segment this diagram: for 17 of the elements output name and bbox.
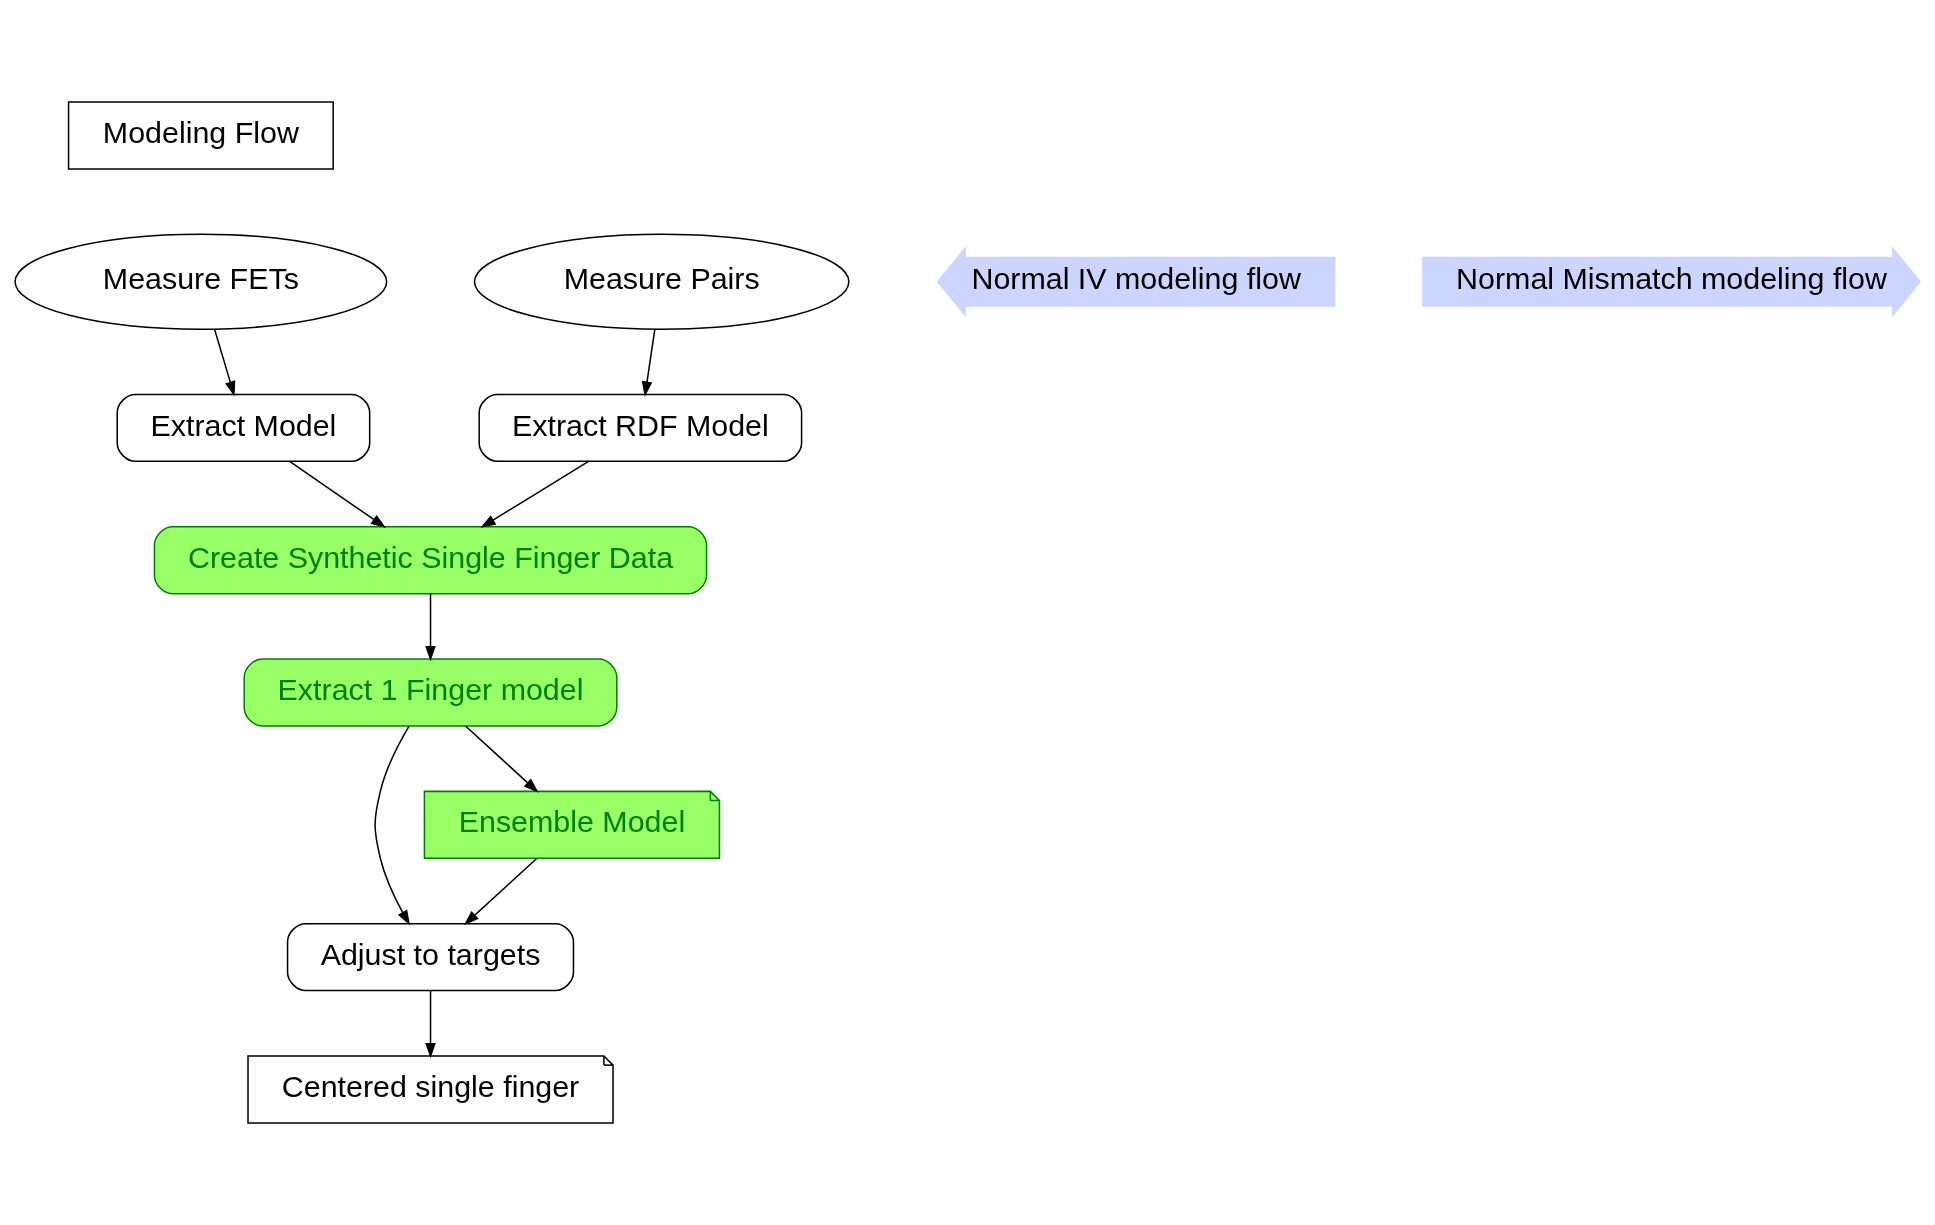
- node-box: Adjust to targets: [286, 922, 575, 992]
- arrow: [288, 460, 387, 528]
- arrow: [463, 857, 538, 926]
- node-box: Extract Model: [116, 393, 371, 463]
- arrow: [425, 989, 436, 1059]
- arrow: [374, 725, 411, 926]
- node-box: Create Synthetic Single Finger Data: [153, 526, 708, 595]
- node-ellipse: Measure FETs: [14, 233, 388, 330]
- arrow: [464, 725, 539, 793]
- node-box: Modeling Flow: [67, 101, 334, 170]
- arrow: [641, 328, 656, 397]
- node-ellipse: Measure Pairs: [473, 233, 850, 330]
- arrow: [480, 460, 590, 528]
- arrow: [213, 328, 236, 397]
- node-box: Extract 1 Finger model: [243, 658, 618, 727]
- node-box: Extract RDF Model: [478, 393, 803, 463]
- arrow: [425, 592, 436, 662]
